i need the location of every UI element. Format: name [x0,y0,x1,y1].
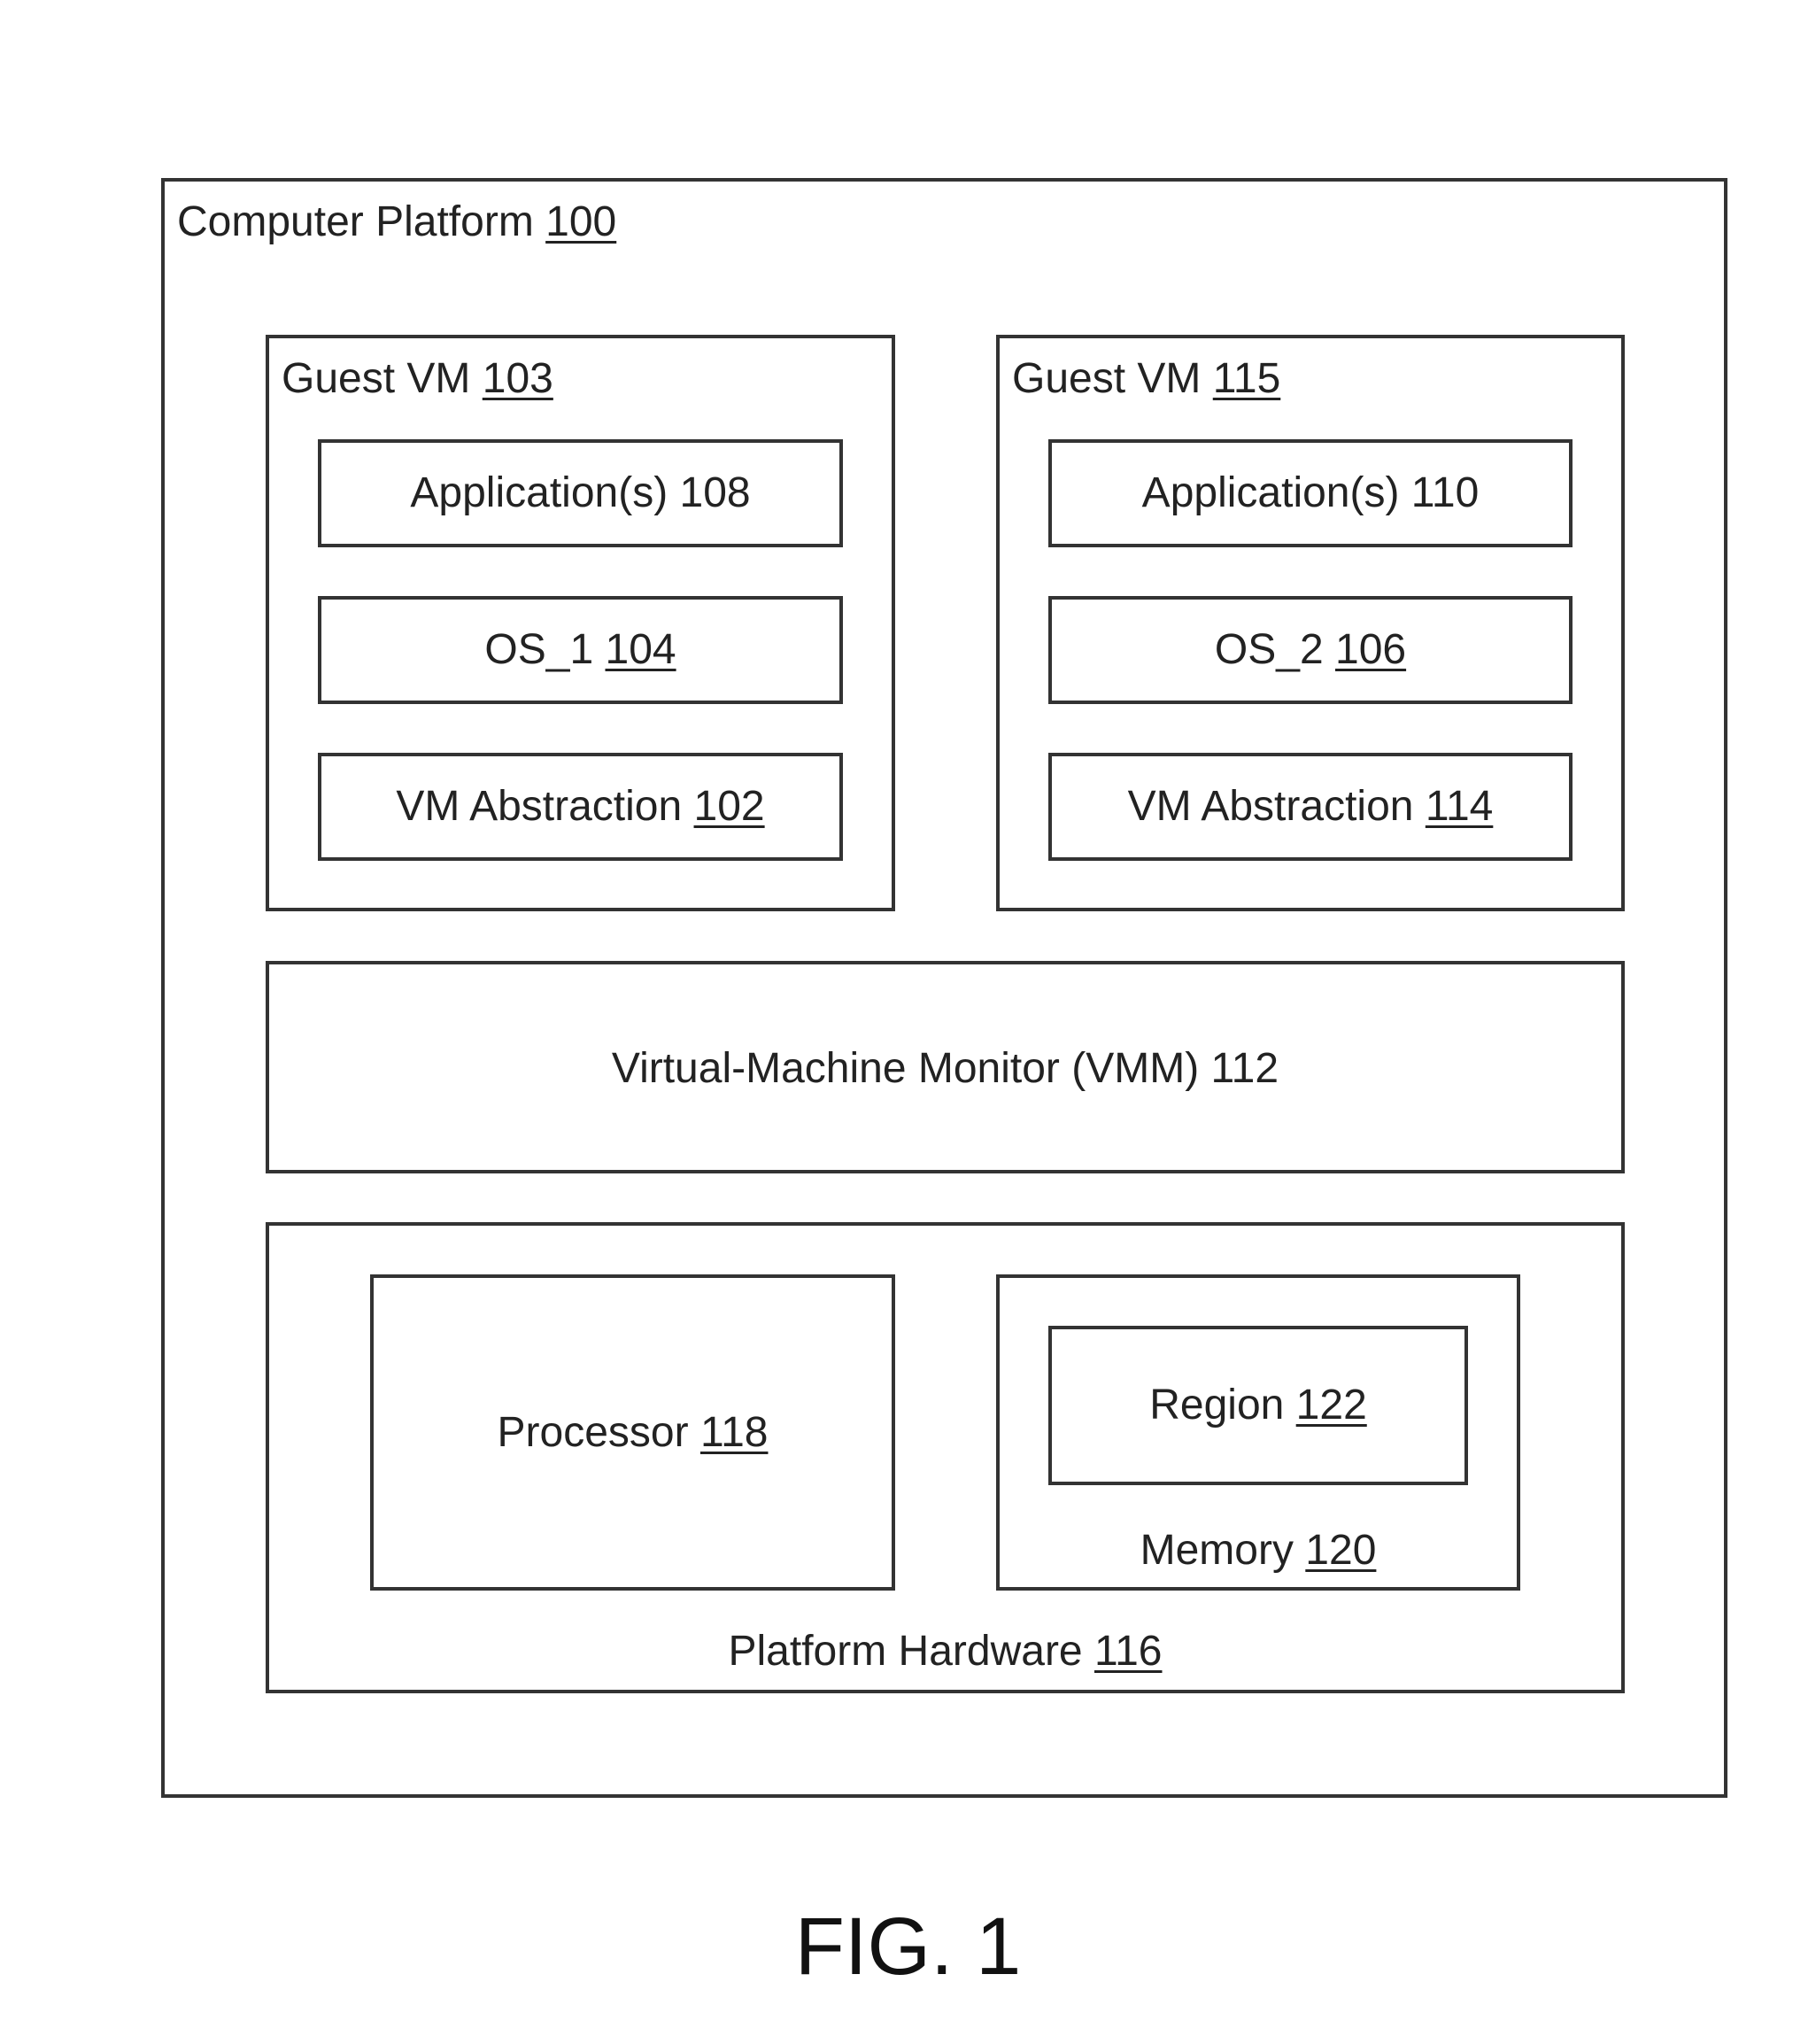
guest-vm-103-ref: 103 [483,355,553,402]
region-label: Region 122 [1052,1384,1464,1427]
os-2-ref: 106 [1335,626,1406,673]
guest-vm-115-name: Guest VM [1012,355,1201,402]
platform-hardware-name: Platform Hardware [729,1628,1083,1675]
application-110-box: Application(s) 110 [1048,439,1573,547]
processor-label: Processor 118 [374,1412,892,1454]
memory-label: Memory 120 [1000,1529,1517,1572]
vm-abstraction-114-ref: 114 [1426,783,1494,830]
memory-ref: 120 [1305,1527,1376,1574]
computer-platform-name: Computer Platform [177,198,534,245]
vm-abstraction-102-ref: 102 [694,783,765,830]
platform-hardware-label: Platform Hardware 116 [269,1630,1621,1673]
guest-vm-103-label: Guest VM 103 [282,358,553,400]
vm-abstraction-114-name: VM Abstraction [1128,783,1414,830]
os-1-name: OS_1 [484,626,593,673]
region-box: Region 122 [1048,1326,1468,1485]
os-1-box: OS_1 104 [318,596,843,704]
figure-label: FIG. 1 [0,1906,1816,1987]
processor-ref: 118 [700,1409,769,1456]
application-108-label: Application(s) 108 [321,472,839,515]
guest-vm-103-name: Guest VM [282,355,470,402]
processor-box: Processor 118 [370,1274,895,1591]
os-2-label: OS_2 106 [1052,629,1569,671]
region-name: Region [1149,1382,1284,1428]
vm-abstraction-102-box: VM Abstraction 102 [318,753,843,861]
os-1-ref: 104 [606,626,676,673]
application-108-box: Application(s) 108 [318,439,843,547]
os-1-label: OS_1 104 [321,629,839,671]
vmm-box: Virtual-Machine Monitor (VMM) 112 [266,961,1625,1173]
memory-name: Memory [1140,1527,1294,1574]
os-2-name: OS_2 [1215,626,1324,673]
guest-vm-115-ref: 115 [1213,355,1281,402]
region-ref: 122 [1296,1382,1367,1428]
vm-abstraction-102-name: VM Abstraction [396,783,682,830]
platform-hardware-ref: 116 [1094,1628,1163,1675]
os-2-box: OS_2 106 [1048,596,1573,704]
vm-abstraction-102-label: VM Abstraction 102 [321,786,839,828]
processor-name: Processor [498,1409,689,1456]
vmm-label: Virtual-Machine Monitor (VMM) 112 [269,1048,1621,1090]
computer-platform-label: Computer Platform 100 [177,201,616,244]
guest-vm-115-label: Guest VM 115 [1012,358,1280,400]
vm-abstraction-114-label: VM Abstraction 114 [1052,786,1569,828]
vm-abstraction-114-box: VM Abstraction 114 [1048,753,1573,861]
application-110-label: Application(s) 110 [1052,472,1569,515]
computer-platform-ref: 100 [545,198,616,245]
